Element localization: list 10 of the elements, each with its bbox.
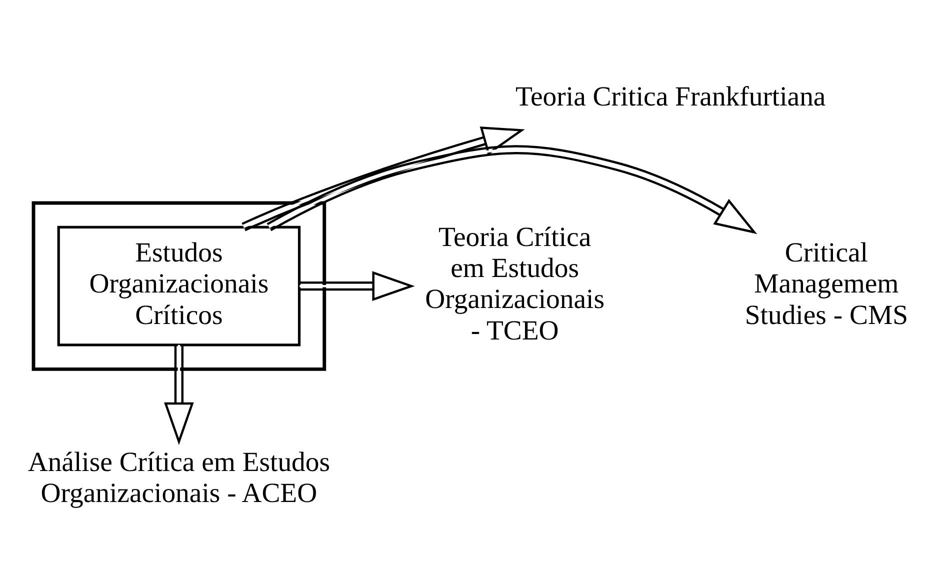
arrow (300, 270, 415, 300)
node-text: Análise Crítica em Estudos Organizacionais - ACEO (28, 445, 330, 508)
cluster (32, 200, 326, 370)
node-text: Critical Managemem Studies - CMS (744, 236, 908, 330)
node-text: Teoria Crítica em Estudos Organizacionais - TCEO (425, 220, 605, 345)
node-box: Estudos Organizacionais Críticos (57, 225, 301, 346)
arrow (242, 126, 525, 231)
arrow (164, 344, 194, 444)
arrow (266, 144, 758, 234)
node-text: Teoria Critica Frankfurtiana (516, 80, 826, 112)
